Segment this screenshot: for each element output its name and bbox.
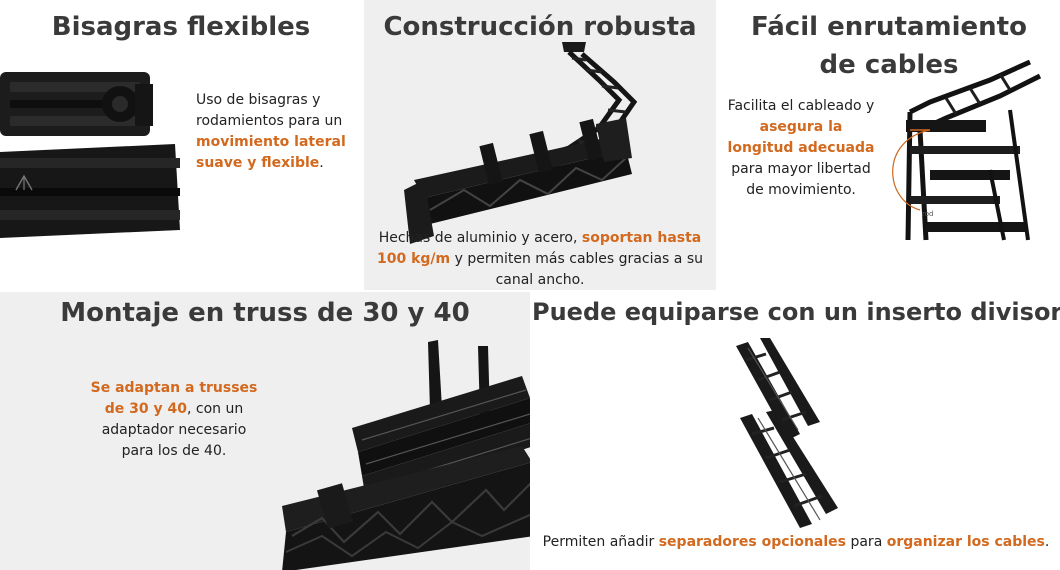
routing-title-line2: de cables	[819, 50, 959, 80]
panel-construction: Construcción robusta Hechas de aluminio …	[364, 0, 716, 290]
truss-highlight: Se adaptan a trusses de 30 y 40	[90, 380, 258, 417]
divider-description: Permiten añadir separadores opcionales p…	[542, 534, 1050, 550]
truss-title: Montaje en truss de 30 y 40	[60, 298, 470, 328]
divider-highlight-2: organizar los cables	[886, 534, 1045, 550]
construction-description: Hechas de aluminio y acero, soportan has…	[377, 230, 703, 288]
hinges-highlight: movimiento lateral suave y flexible	[196, 134, 346, 171]
divider-title: Puede equiparse con un inserto divisor	[532, 298, 1060, 326]
routing-description: Facilita el cableado y asegura la longit…	[727, 98, 875, 198]
hinges-description: Uso de bisagras y rodamientos para un mo…	[196, 92, 346, 171]
routing-highlight: asegura la longitud adecuada	[727, 119, 875, 156]
truss-image	[282, 340, 530, 570]
construction-highlight: soportan hasta 100 kg/m	[377, 230, 702, 267]
hinges-image	[0, 72, 180, 238]
hinges-title: Bisagras flexibles	[51, 12, 311, 42]
routing-image: rod	[892, 59, 1042, 241]
panel-routing: Fácil enrutamiento de cables Facilita el…	[718, 0, 1060, 290]
panel-hinges: Bisagras flexibles Uso de bisagras y rod…	[0, 0, 362, 290]
panel-truss: Montaje en truss de 30 y 40 Se adaptan a…	[0, 292, 530, 570]
construction-title: Construcción robusta	[383, 12, 697, 42]
panel-divider: Puede equiparse con un inserto divisor P…	[532, 292, 1060, 570]
rod-label: rod	[922, 210, 933, 218]
routing-title-line1: Fácil enrutamiento	[751, 12, 1027, 42]
divider-image	[736, 338, 838, 528]
truss-description: Se adaptan a trusses de 30 y 40, con un …	[90, 380, 258, 459]
construction-image	[404, 42, 638, 244]
divider-highlight-1: separadores opcionales	[658, 534, 847, 550]
